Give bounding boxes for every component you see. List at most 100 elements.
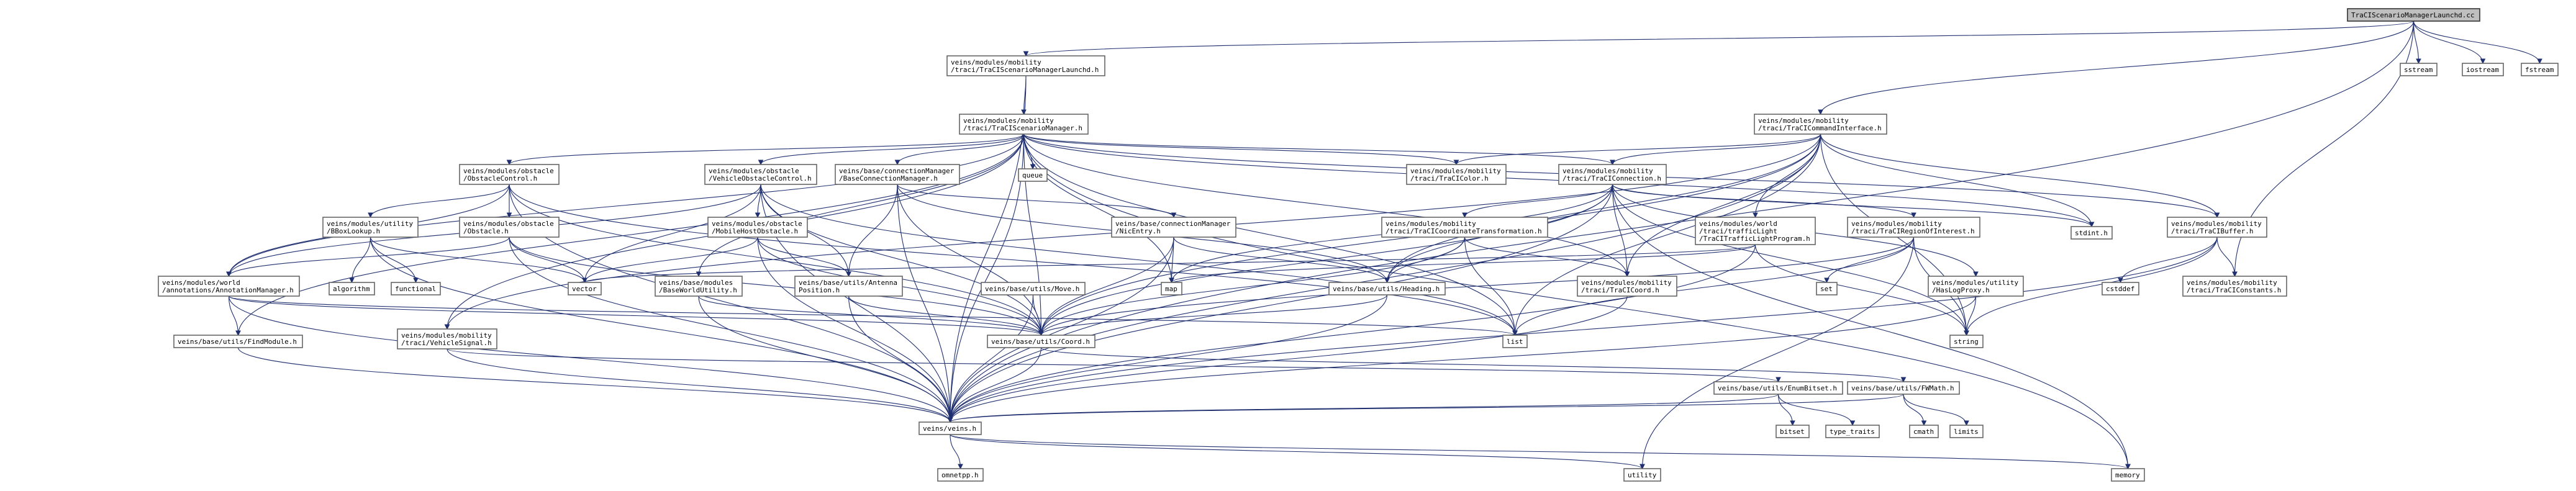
node-bitset[interactable]: bitset [1776, 425, 1810, 438]
node-box [2070, 226, 2113, 240]
node-baseworldutility-h[interactable]: veins/base/modules/BaseWorldUtility.h [655, 276, 743, 297]
node-utility[interactable]: utility [1623, 468, 1661, 482]
node-stdint-h[interactable]: stdint.h [2070, 226, 2113, 240]
node-traciccoord-h[interactable]: veins/modules/mobility/traci/TraCICoord.… [1577, 276, 1677, 297]
node-box [959, 114, 1089, 135]
node-fstream[interactable]: fstream [2521, 63, 2559, 76]
node-annotationmanager-h[interactable]: veins/modules/world/annotations/Annotati… [158, 276, 300, 297]
edge-vehiclesignal-h-to-enumbitset-h [447, 348, 1781, 383]
node-tracibuffer-h[interactable]: veins/modules/mobility/traci/TraCIBuffer… [2167, 217, 2267, 238]
node-label: map [1165, 285, 1177, 293]
node-box [2182, 276, 2287, 297]
node-box [1623, 468, 1661, 482]
edge-nicentry-h-to-coord-h [1038, 236, 1174, 336]
node-string[interactable]: string [1949, 335, 1984, 348]
node-label: fstream [2525, 66, 2554, 74]
node-mobilehostobstacle-h[interactable]: veins/modules/obstacle/MobileHostObstacl… [707, 217, 808, 238]
node-enumbitset-h[interactable]: veins/base/utils/EnumBitset.h [1713, 381, 1843, 395]
node-limits[interactable]: limits [1949, 425, 1984, 438]
edge-trafficlight-h-to-map [1169, 244, 1756, 284]
node-bboxlookup-h[interactable]: veins/modules/utility/BBoxLookup.h [322, 217, 419, 238]
node-cstddef[interactable]: cstddef [2102, 282, 2139, 295]
node-box [2521, 63, 2559, 76]
node-omnetpp-h[interactable]: omnetpp.h [937, 468, 984, 482]
node-label: veins/modules/obstacle [463, 167, 554, 175]
node-list[interactable]: list [1502, 335, 1528, 348]
node-label: /traci/TraCIConstants.h [2187, 286, 2281, 294]
node-map[interactable]: map [1161, 282, 1182, 295]
node-coordtransform-h[interactable]: veins/modules/mobility/traci/TraCICoordi… [1381, 217, 1548, 238]
edge-baseworldutility-h-to-veins-h [698, 295, 953, 423]
node-box [918, 421, 982, 435]
edge-veins-h-to-utility [950, 434, 1645, 470]
edge-baseworldutility-h-to-coord-h [698, 295, 1044, 336]
node-label: algorithm [333, 285, 370, 293]
node-veins-h[interactable]: veins/veins.h [918, 421, 982, 435]
node-box [981, 282, 1086, 295]
node-set[interactable]: set [1816, 282, 1838, 295]
node-launchd-h[interactable]: veins/modules/mobility/traci/TraCIScenar… [946, 55, 1105, 76]
edge-traciconn-h-to-coord-h [1038, 184, 1613, 336]
node-box [459, 164, 560, 185]
node-regionofinterest-h[interactable]: veins/modules/mobility/traci/TraCIRegion… [1847, 217, 1980, 238]
node-traciconstants-h[interactable]: veins/modules/mobility/traci/TraCIConsta… [2182, 276, 2287, 297]
node-baseconnmgr-h[interactable]: veins/base/connectionManager/BaseConnect… [835, 164, 960, 185]
node-algorithm[interactable]: algorithm [329, 282, 375, 295]
node-cmath[interactable]: cmath [1909, 425, 1939, 438]
edge-findmodule-h-to-veins-h [237, 347, 953, 423]
edge-antennaposition-h-to-veins-h [848, 295, 953, 423]
edge-cmdiface-h-to-trafficlight-h [1753, 133, 1821, 218]
node-traciconn-h[interactable]: veins/modules/mobility/traci/TraCIConnec… [1558, 164, 1667, 185]
node-sstream[interactable]: sstream [2400, 63, 2438, 76]
node-label: veins/base/connectionManager [1115, 220, 1231, 228]
node-label: veins/base/utils/FindModule.h [178, 338, 297, 346]
edge-traciconn-h-to-veins-h [947, 184, 1613, 423]
node-box [1909, 425, 1939, 438]
node-label: veins/modules/mobility [1410, 167, 1501, 175]
edge-enumbitset-h-to-type-traits [1777, 394, 1856, 426]
node-coord-h[interactable]: veins/base/utils/Coord.h [987, 335, 1095, 348]
edge-obstaclecontrol-h-to-bboxlookup-h [368, 184, 510, 218]
node-box [1558, 164, 1667, 185]
node-label: veins/modules/utility [1932, 279, 2018, 287]
node-label: functional [395, 285, 436, 293]
node-vehiclesignal-h[interactable]: veins/modules/mobility/traci/VehicleSign… [397, 328, 497, 349]
node-box [1502, 335, 1528, 348]
edges-layer [226, 20, 2542, 470]
node-findmodule-h[interactable]: veins/base/utils/FindModule.h [173, 335, 303, 348]
node-box [1825, 425, 1880, 438]
node-queue[interactable]: queue [1018, 168, 1048, 182]
node-move-h[interactable]: veins/base/utils/Move.h [981, 282, 1086, 295]
node-label: veins/modules/mobility [2171, 220, 2262, 228]
node-box [1847, 217, 1980, 238]
node-cmdiface-h[interactable]: veins/modules/mobility/traci/TraCIComman… [1754, 114, 1887, 135]
node-memory[interactable]: memory [2111, 468, 2145, 482]
edge-vehobstaclecontrol-h-to-list [760, 184, 1518, 336]
node-box [568, 282, 602, 295]
node-label: /Obstacle.h [463, 227, 509, 235]
node-tracicolor-h[interactable]: veins/modules/mobility/traci/TraCIColor.… [1406, 164, 1507, 185]
node-label: string [1954, 338, 1979, 346]
node-iostream[interactable]: iostream [2462, 63, 2504, 76]
node-heading-h[interactable]: veins/base/utils/Heading.h [1328, 282, 1446, 295]
node-headingproxy-h[interactable]: veins/modules/utility/HasLogProxy.h [1928, 276, 2024, 297]
node-root[interactable]: TraCIScenarioManagerLaunchd.cc [2347, 8, 2480, 22]
node-scenmgr-h[interactable]: veins/modules/mobility/traci/TraCIScenar… [959, 114, 1089, 135]
node-fwmath-h[interactable]: veins/base/utils/FWMath.h [1847, 381, 1960, 395]
node-trafficlight-h[interactable]: veins/modules/world/traci/trafficLight/T… [1695, 217, 1816, 245]
node-obstaclecontrol-h[interactable]: veins/modules/obstacle/ObstacleControl.h [459, 164, 560, 185]
node-obstacle-h[interactable]: veins/modules/obstacle/Obstacle.h [459, 217, 560, 238]
node-label: Position.h [799, 286, 840, 294]
node-vehobstaclecontrol-h[interactable]: veins/modules/obstacle/VehicleObstacleCo… [704, 164, 817, 185]
edge-trafficlight-h-to-veins-h [947, 244, 1756, 423]
node-box [2102, 282, 2139, 295]
node-label: /traci/VehicleSignal.h [401, 339, 492, 347]
node-nicentry-h[interactable]: veins/base/connectionManager/NicEntry.h [1111, 217, 1236, 238]
node-vector[interactable]: vector [568, 282, 602, 295]
node-functional[interactable]: functional [391, 282, 441, 295]
edge-cmdiface-h-to-traciccoord-h [1624, 133, 1821, 277]
node-type-traits[interactable]: type_traits [1825, 425, 1880, 438]
edge-veins-h-to-omnetpp-h [950, 434, 963, 470]
node-label: /traci/TraCICoordinateTransformation.h [1386, 227, 1542, 235]
